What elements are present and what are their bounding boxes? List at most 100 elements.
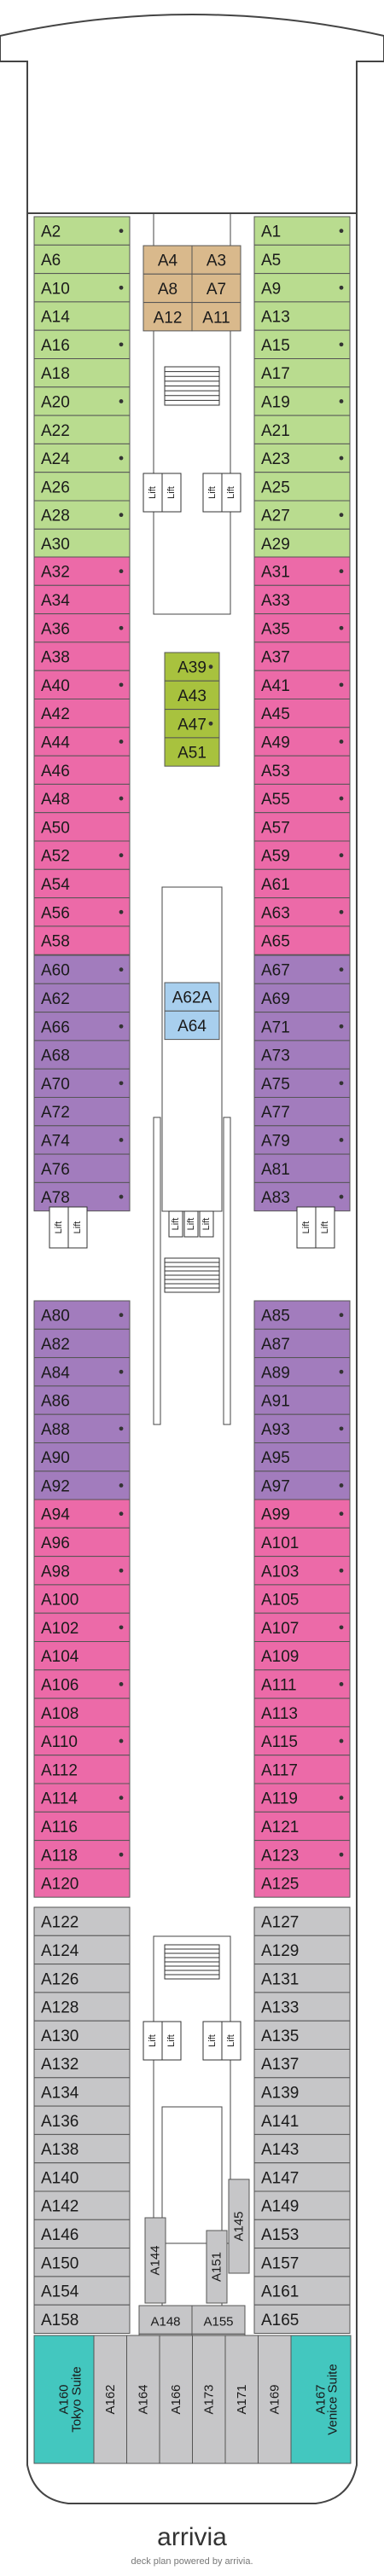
cabin-a139[interactable]: A139 xyxy=(253,2077,351,2107)
cabin-a109[interactable]: A109 xyxy=(253,1641,351,1671)
cabin-a37[interactable]: A37 xyxy=(253,641,351,671)
cabin-a165[interactable]: A165 xyxy=(253,2304,351,2334)
cabin-a80[interactable]: A80 xyxy=(33,1300,131,1330)
cabin-a146[interactable]: A146 xyxy=(33,2219,131,2249)
cabin-a74[interactable]: A74 xyxy=(33,1125,131,1155)
cabin-a20[interactable]: A20 xyxy=(33,386,131,416)
cabin-a158[interactable]: A158 xyxy=(33,2304,131,2334)
cabin-a157[interactable]: A157 xyxy=(253,2248,351,2277)
cabin-a24[interactable]: A24 xyxy=(33,443,131,473)
cabin-a48[interactable]: A48 xyxy=(33,783,131,814)
cabin-a112[interactable]: A112 xyxy=(33,1755,131,1784)
cabin-a57[interactable]: A57 xyxy=(253,812,351,842)
cabin-a149[interactable]: A149 xyxy=(253,2190,351,2220)
cabin-a19[interactable]: A19 xyxy=(253,386,351,416)
cabin-a64[interactable]: A64 xyxy=(164,1010,220,1041)
cabin-a62[interactable]: A62 xyxy=(33,983,131,1013)
cabin-a166[interactable]: A166 xyxy=(159,2335,193,2464)
cabin-a9[interactable]: A9 xyxy=(253,273,351,303)
cabin-a132[interactable]: A132 xyxy=(33,2049,131,2079)
cabin-a102[interactable]: A102 xyxy=(33,1612,131,1642)
cabin-a43[interactable]: A43 xyxy=(164,680,220,711)
cabin-a56[interactable]: A56 xyxy=(33,897,131,927)
cabin-a95[interactable]: A95 xyxy=(253,1442,351,1472)
cabin-a84[interactable]: A84 xyxy=(33,1357,131,1387)
cabin-a31[interactable]: A31 xyxy=(253,556,351,586)
cabin-a6[interactable]: A6 xyxy=(33,244,131,275)
cabin-a141[interactable]: A141 xyxy=(253,2105,351,2135)
cabin-a128[interactable]: A128 xyxy=(33,1992,131,2022)
cabin-a16[interactable]: A16 xyxy=(33,329,131,360)
cabin-a173[interactable]: A173 xyxy=(192,2335,226,2464)
cabin-a97[interactable]: A97 xyxy=(253,1471,351,1500)
cabin-a5[interactable]: A5 xyxy=(253,244,351,275)
cabin-a107[interactable]: A107 xyxy=(253,1612,351,1642)
cabin-a145[interactable]: A145 xyxy=(228,2179,250,2274)
cabin-a58[interactable]: A58 xyxy=(33,925,131,955)
cabin-a101[interactable]: A101 xyxy=(253,1527,351,1558)
cabin-a105[interactable]: A105 xyxy=(253,1584,351,1614)
cabin-a153[interactable]: A153 xyxy=(253,2219,351,2249)
cabin-a154[interactable]: A154 xyxy=(33,2276,131,2306)
cabin-a121[interactable]: A121 xyxy=(253,1811,351,1842)
cabin-a85[interactable]: A85 xyxy=(253,1300,351,1330)
cabin-a60[interactable]: A60 xyxy=(33,954,131,984)
cabin-a138[interactable]: A138 xyxy=(33,2133,131,2164)
cabin-a35[interactable]: A35 xyxy=(253,613,351,643)
cabin-a111[interactable]: A111 xyxy=(253,1669,351,1699)
cabin-a164[interactable]: A164 xyxy=(126,2335,160,2464)
cabin-a131[interactable]: A131 xyxy=(253,1964,351,1993)
cabin-a32[interactable]: A32 xyxy=(33,556,131,586)
cabin-a25[interactable]: A25 xyxy=(253,472,351,502)
cabin-a125[interactable]: A125 xyxy=(253,1868,351,1898)
cabin-a8[interactable]: A8 xyxy=(143,273,193,304)
cabin-a82[interactable]: A82 xyxy=(33,1328,131,1359)
cabin-a104[interactable]: A104 xyxy=(33,1641,131,1671)
cabin-a1[interactable]: A1 xyxy=(253,216,351,246)
cabin-a123[interactable]: A123 xyxy=(253,1840,351,1870)
cabin-a66[interactable]: A66 xyxy=(33,1012,131,1041)
cabin-a26[interactable]: A26 xyxy=(33,472,131,502)
cabin-a18[interactable]: A18 xyxy=(33,358,131,388)
cabin-a116[interactable]: A116 xyxy=(33,1811,131,1842)
cabin-a36[interactable]: A36 xyxy=(33,613,131,643)
cabin-a171[interactable]: A171 xyxy=(224,2335,259,2464)
cabin-a169[interactable]: A169 xyxy=(258,2335,292,2464)
cabin-a94[interactable]: A94 xyxy=(33,1499,131,1529)
cabin-a54[interactable]: A54 xyxy=(33,868,131,899)
cabin-a33[interactable]: A33 xyxy=(253,584,351,615)
cabin-a61[interactable]: A61 xyxy=(253,868,351,899)
cabin-a151[interactable]: A151 xyxy=(206,2230,228,2304)
cabin-a92[interactable]: A92 xyxy=(33,1471,131,1500)
cabin-a7[interactable]: A7 xyxy=(191,273,241,304)
cabin-a65[interactable]: A65 xyxy=(253,925,351,955)
cabin-a22[interactable]: A22 xyxy=(33,415,131,444)
cabin-a52[interactable]: A52 xyxy=(33,840,131,870)
cabin-a147[interactable]: A147 xyxy=(253,2162,351,2192)
cabin-a62a[interactable]: A62A xyxy=(164,982,220,1012)
cabin-a72[interactable]: A72 xyxy=(33,1097,131,1127)
cabin-a122[interactable]: A122 xyxy=(33,1906,131,1936)
cabin-a134[interactable]: A134 xyxy=(33,2077,131,2107)
cabin-a29[interactable]: A29 xyxy=(253,528,351,559)
cabin-a161[interactable]: A161 xyxy=(253,2276,351,2306)
cabin-a120[interactable]: A120 xyxy=(33,1868,131,1898)
cabin-a14[interactable]: A14 xyxy=(33,301,131,331)
cabin-a10[interactable]: A10 xyxy=(33,273,131,303)
cabin-a75[interactable]: A75 xyxy=(253,1068,351,1098)
cabin-a88[interactable]: A88 xyxy=(33,1413,131,1443)
cabin-a3[interactable]: A3 xyxy=(191,245,241,275)
cabin-a140[interactable]: A140 xyxy=(33,2162,131,2192)
cabin-a40[interactable]: A40 xyxy=(33,670,131,700)
cabin-a142[interactable]: A142 xyxy=(33,2190,131,2220)
cabin-a117[interactable]: A117 xyxy=(253,1755,351,1784)
cabin-a124[interactable]: A124 xyxy=(33,1935,131,1965)
cabin-a79[interactable]: A79 xyxy=(253,1125,351,1155)
cabin-a70[interactable]: A70 xyxy=(33,1068,131,1098)
cabin-a68[interactable]: A68 xyxy=(33,1040,131,1070)
cabin-a4[interactable]: A4 xyxy=(143,245,193,275)
cabin-a127[interactable]: A127 xyxy=(253,1906,351,1936)
cabin-a47[interactable]: A47 xyxy=(164,709,220,739)
